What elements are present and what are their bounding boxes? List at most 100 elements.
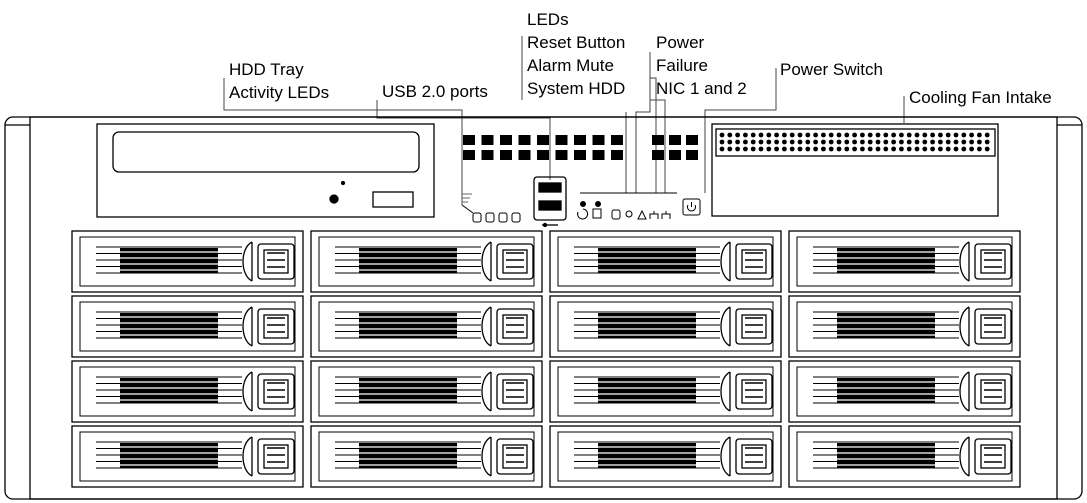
- fan-hole: [899, 139, 904, 145]
- fan-hole: [984, 139, 990, 145]
- label-power-switch: Power Switch: [780, 58, 883, 81]
- vent-slot: [463, 150, 475, 160]
- fan-hole: [782, 139, 787, 145]
- fan-hole: [922, 132, 928, 138]
- fan-hole: [977, 132, 982, 138]
- optical-drive: [96, 123, 435, 218]
- fan-hole: [883, 139, 889, 145]
- vent-slot: [537, 150, 549, 160]
- fan-hole: [860, 132, 865, 138]
- fan-hole: [961, 132, 967, 138]
- cooling-fan-intake-panel: [711, 123, 999, 217]
- vent-slot: [481, 150, 494, 160]
- fan-hole: [813, 132, 818, 138]
- fan-hole: [828, 139, 834, 145]
- fan-hole: [945, 146, 951, 152]
- fan-hole: [766, 146, 772, 152]
- drive-bay[interactable]: [788, 295, 1021, 358]
- label-line: System HDD: [527, 79, 626, 98]
- label-usb-ports: USB 2.0 ports: [382, 80, 488, 103]
- fan-hole: [891, 132, 896, 138]
- leader-lines: [223, 36, 905, 205]
- fan-hole: [727, 146, 733, 152]
- fan-hole: [813, 146, 818, 152]
- fan-hole: [891, 146, 896, 152]
- fan-hole: [735, 139, 740, 145]
- fan-hole: [945, 132, 951, 138]
- fan-hole: [953, 146, 959, 152]
- drive-bay[interactable]: [549, 230, 782, 293]
- fan-hole: [875, 132, 881, 138]
- fan-hole: [782, 146, 787, 152]
- fan-hole: [805, 146, 811, 152]
- leader-power-switch: [704, 68, 777, 193]
- fan-hole: [906, 132, 912, 138]
- vent-slot: [500, 135, 512, 145]
- failure-icon: [637, 209, 647, 220]
- fan-hole: [860, 139, 865, 145]
- fan-hole: [727, 132, 733, 138]
- chassis-inner: [29, 116, 1058, 500]
- fan-hole: [821, 139, 826, 145]
- drive-bay[interactable]: [310, 360, 543, 423]
- label-line: Cooling Fan Intake: [909, 88, 1052, 107]
- leader-power: [635, 52, 651, 193]
- fan-hole: [938, 132, 943, 138]
- label-line: Power Switch: [780, 60, 883, 79]
- drive-bay[interactable]: [788, 230, 1021, 293]
- drive-bay[interactable]: [549, 295, 782, 358]
- vent-slot: [555, 135, 568, 145]
- drive-bay[interactable]: [71, 295, 304, 358]
- fan-hole: [750, 146, 756, 152]
- vent-slot: [518, 135, 531, 145]
- vent-slot: [537, 135, 549, 145]
- drive-bay[interactable]: [549, 360, 782, 423]
- drive-bay[interactable]: [71, 230, 304, 293]
- drive-bay[interactable]: [310, 425, 543, 488]
- fan-hole: [938, 139, 943, 145]
- fan-hole: [891, 139, 896, 145]
- fan-hole: [875, 146, 881, 152]
- fan-hole: [852, 132, 857, 138]
- label-cooling-fan-intake: Cooling Fan Intake: [909, 86, 1052, 109]
- drive-bay[interactable]: [71, 360, 304, 423]
- label-line: Reset Button: [527, 33, 626, 52]
- drive-bay[interactable]: [549, 425, 782, 488]
- vent-grid-right: [652, 135, 698, 160]
- fan-hole: [743, 132, 748, 138]
- leader-usb: [376, 100, 551, 180]
- hdd-activity-leds: [461, 193, 521, 223]
- fan-hole: [774, 146, 779, 152]
- fan-hole: [953, 139, 959, 145]
- fan-hole: [977, 146, 982, 152]
- drive-bay[interactable]: [71, 425, 304, 488]
- label-line: USB 2.0 ports: [382, 82, 488, 101]
- drive-bay[interactable]: [310, 230, 543, 293]
- fan-hole: [758, 146, 764, 152]
- fan-hole: [828, 146, 834, 152]
- drive-bay-grid: [71, 230, 1021, 488]
- vent-slot: [686, 135, 698, 145]
- fan-hole: [844, 146, 850, 152]
- fan-hole: [914, 139, 920, 145]
- vent-slot: [481, 135, 494, 145]
- drive-bay[interactable]: [310, 295, 543, 358]
- fan-hole: [735, 132, 740, 138]
- label-hdd-tray-activity-leds: HDD Tray Activity LEDs: [229, 58, 329, 104]
- nic2-icon: [661, 211, 671, 219]
- vent-slot: [574, 150, 586, 160]
- fan-hole: [938, 146, 943, 152]
- drive-bay[interactable]: [788, 425, 1021, 488]
- fan-hole: [930, 146, 935, 152]
- drive-bay[interactable]: [788, 360, 1021, 423]
- fan-hole: [743, 139, 748, 145]
- vent-slot: [652, 135, 664, 145]
- usb-ports: [533, 176, 567, 228]
- fan-hole: [922, 139, 928, 145]
- fan-hole: [852, 146, 857, 152]
- fan-hole: [883, 132, 889, 138]
- fan-hole: [969, 132, 974, 138]
- fan-hole: [766, 139, 772, 145]
- vent-slot: [611, 150, 623, 160]
- fan-hole: [914, 146, 920, 152]
